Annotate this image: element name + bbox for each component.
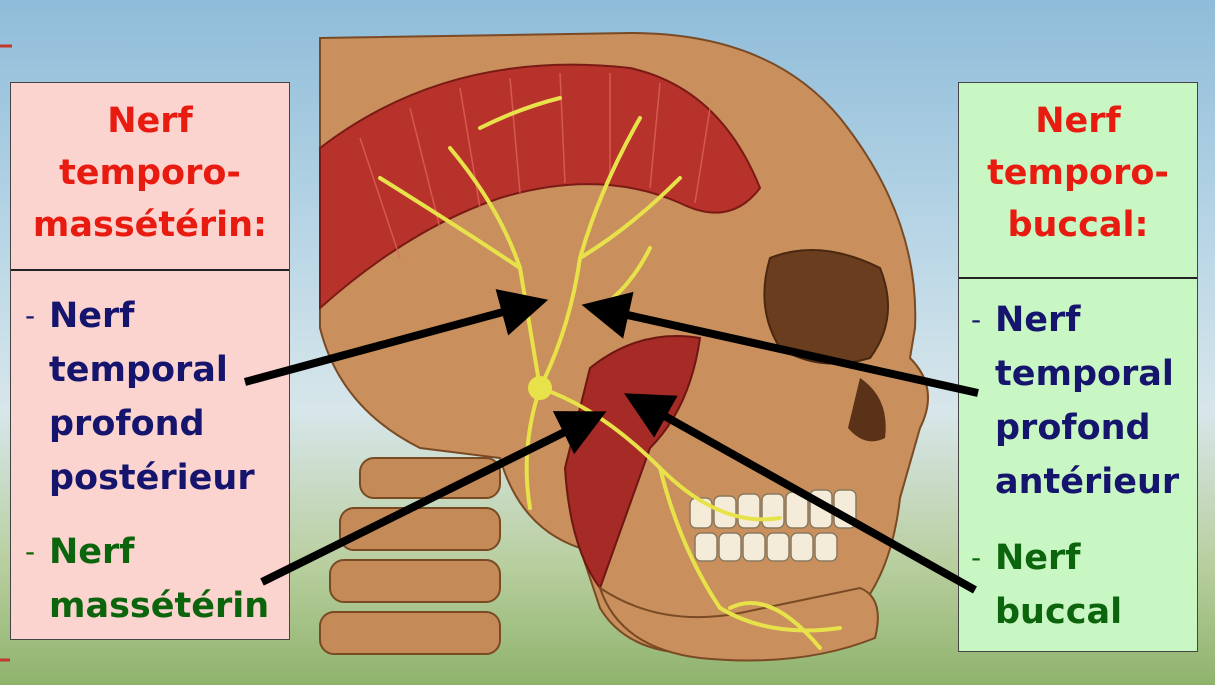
right-panel-divider (959, 277, 1197, 279)
left-panel-title-line-1: Nerf (107, 101, 193, 141)
nasal-cavity (848, 378, 886, 442)
left-item-1-line-4: postérieur (49, 458, 255, 498)
right-panel-title-line-3: buccal: (1007, 205, 1149, 245)
right-panel-title-line-1: Nerf (1035, 101, 1121, 141)
arrow-temporal-anterior (581, 291, 979, 397)
left-item-1-line-3: profond (49, 404, 205, 444)
cervical-vertebrae (319, 457, 501, 655)
left-panel-title-line-3: massétérin: (32, 205, 268, 245)
right-item-1-line-4: antérieur (995, 462, 1180, 502)
arrow-buccal (624, 393, 977, 594)
left-label-panel: Nerf temporo- massétérin: - Nerf tempora… (10, 82, 290, 640)
left-item-1-line-2: temporal (49, 350, 228, 390)
list-dash: - (971, 541, 982, 574)
right-item-2-line-1: Nerf (995, 538, 1081, 578)
right-item-1-line-2: temporal (995, 354, 1174, 394)
list-dash: - (971, 303, 982, 336)
right-item-1-line-3: profond (995, 408, 1151, 448)
list-dash: - (25, 299, 36, 332)
mandible (598, 585, 879, 662)
temporal-muscle (319, 63, 762, 311)
right-item-2-line-2: buccal (995, 592, 1123, 632)
arrow-masseteric (260, 411, 607, 586)
left-item-1-line-1: Nerf (49, 296, 135, 336)
right-label-panel: Nerf temporo- buccal: - Nerf temporal pr… (958, 82, 1198, 652)
list-dash: - (25, 535, 36, 568)
skull-illustration (319, 31, 929, 662)
left-panel-title-line-2: temporo- (59, 153, 241, 193)
left-panel-divider (11, 269, 289, 271)
arrow-temporal-posterior (243, 289, 549, 386)
right-item-1-line-1: Nerf (995, 300, 1081, 340)
orbit (763, 249, 889, 365)
left-item-2-line-2: massétérin (49, 586, 270, 626)
nerves (378, 96, 842, 650)
left-item-2-line-1: Nerf (49, 532, 135, 572)
right-panel-title-line-2: temporo- (987, 153, 1169, 193)
